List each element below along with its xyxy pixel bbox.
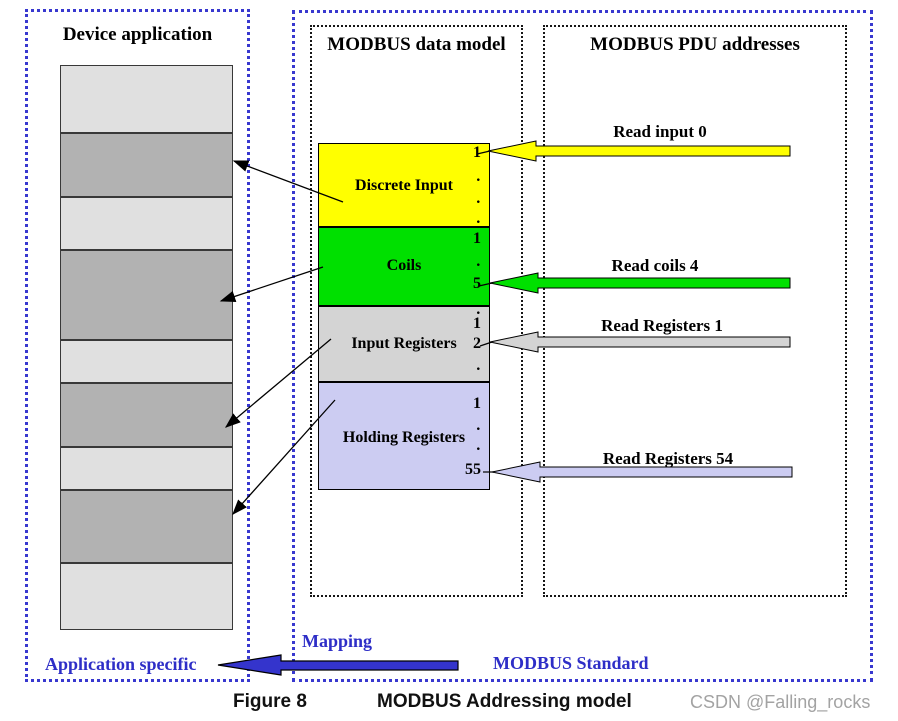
device-memory-band [60,563,233,630]
device-memory-band [60,197,233,250]
address-value: 1 [473,395,481,412]
device-memory-band-mapped [60,490,233,563]
watermark-text: CSDN @Falling_rocks [690,692,871,712]
address-dot: · [475,305,481,322]
block-label: Holding Registers [342,429,466,446]
block-label: Coils [386,257,422,274]
modbus-standard-label: MODBUS Standard [493,653,649,673]
read-holding-registers-label: Read Registers 54 [602,449,734,468]
read-input-registers-label: Read Registers 1 [601,316,723,335]
data-model-frame [310,25,523,597]
holding-registers-block: Holding Registers 1 · · 55 [318,382,490,490]
address-dot: · [475,361,481,378]
device-memory-band-mapped [60,383,233,447]
device-application-title: Device application [62,24,213,45]
address-dot: · [475,421,481,438]
pdu-addresses-frame [543,25,847,597]
address-dot: · [475,172,481,189]
device-memory-band [60,447,233,490]
address-dot: · [475,441,481,458]
figure-number: Figure 8 [233,691,307,712]
figure-title: MODBUS Addressing model [377,691,632,712]
device-memory-band-mapped [60,133,233,197]
device-memory-band [60,340,233,383]
address-value: 2 [473,335,481,352]
discrete-input-block: Discrete Input 1 · · · [318,143,490,231]
address-value: 5 [473,275,481,292]
data-model-title: MODBUS data model [327,34,506,55]
read-coils-label: Read coils 4 [611,256,699,275]
block-label: Discrete Input [355,177,453,194]
application-specific-label: Application specific [45,654,197,674]
coils-block: Coils 1 · 5 [318,227,490,306]
pdu-addresses-title: MODBUS PDU addresses [590,34,800,55]
address-dot: · [475,194,481,211]
address-dot: · [475,257,481,274]
input-registers-block: Input Registers · 1 2 · [318,305,490,382]
address-value: 1 [473,230,481,247]
address-value: 55 [465,461,481,478]
address-value: 1 [473,315,481,332]
block-label: Input Registers [351,335,457,352]
address-dot: · [475,214,481,231]
device-memory-band [60,65,233,133]
mapping-label: Mapping [302,631,373,651]
device-memory-band-mapped [60,250,233,340]
address-value: 1 [473,144,481,161]
read-input-label: Read input 0 [613,122,707,141]
